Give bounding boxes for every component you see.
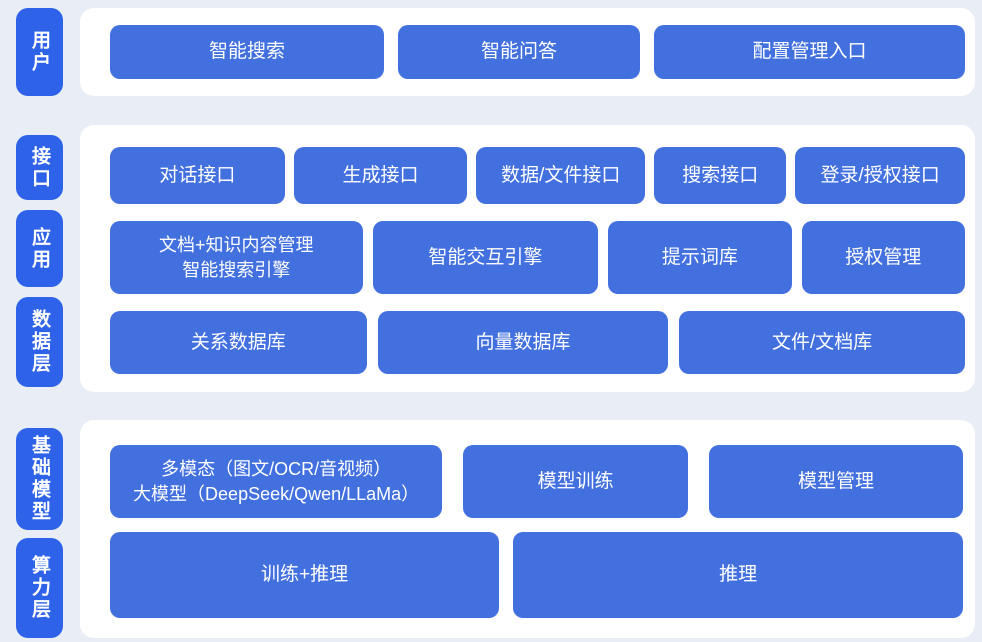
row-application: 文档+知识内容管理 智能搜索引擎 智能交互引擎 提示词库 授权管理 bbox=[110, 221, 965, 294]
box-vector-db: 向量数据库 bbox=[377, 311, 669, 374]
box-label: 向量数据库 bbox=[475, 331, 571, 353]
box-search-api: 搜索接口 bbox=[654, 147, 787, 204]
box-label: 智能交互引擎 bbox=[428, 246, 543, 268]
box-training-inference: 训练+推理 bbox=[110, 532, 500, 618]
box-label-line1: 多模态（图文/OCR/音视频） bbox=[161, 459, 392, 480]
box-label-line2: 大模型（DeepSeek/Qwen/LLaMa） bbox=[133, 483, 420, 504]
box-dialog-api: 对话接口 bbox=[110, 147, 285, 204]
box-file-doc-store: 文件/文档库 bbox=[679, 311, 965, 374]
box-login-auth-api: 登录/授权接口 bbox=[795, 147, 965, 204]
box-config-management-entry: 配置管理入口 bbox=[654, 25, 965, 79]
box-label: 智能搜索 bbox=[208, 41, 285, 63]
layer-label-user: 用户 bbox=[16, 8, 63, 96]
layer-label-compute-layer: 算力层 bbox=[16, 538, 63, 638]
box-label: 数据/文件接口 bbox=[501, 164, 621, 186]
row-compute: 训练+推理 推理 bbox=[110, 532, 963, 618]
section-base: 基础模型 算力层 多模态（图文/OCR/音视频） 大模型（DeepSeek/Qw… bbox=[16, 420, 975, 638]
box-label: 模型管理 bbox=[798, 470, 875, 492]
box-prompt-library: 提示词库 bbox=[608, 221, 792, 294]
box-doc-knowledge-search-engine: 文档+知识内容管理 智能搜索引擎 bbox=[110, 221, 363, 294]
box-label: 对话接口 bbox=[159, 164, 236, 186]
layer-label-application: 应用 bbox=[16, 210, 63, 287]
box-label: 提示词库 bbox=[661, 246, 738, 268]
box-label: 搜索接口 bbox=[682, 164, 759, 186]
box-generation-api: 生成接口 bbox=[293, 147, 468, 204]
layer-label-data-layer: 数据层 bbox=[16, 297, 63, 387]
layer-label-api-text: 接口 bbox=[29, 145, 50, 190]
section-middle: 接口 应用 数据层 对话接口 生成接口 数据/文件接口 搜 bbox=[16, 125, 975, 392]
row-user-entries: 智能搜索 智能问答 配置管理入口 bbox=[110, 25, 965, 79]
layer-label-data-layer-text: 数据层 bbox=[29, 309, 50, 375]
box-label: 训练+推理 bbox=[261, 564, 349, 586]
box-label-line2: 智能搜索引擎 bbox=[182, 259, 291, 280]
base-label-column: 基础模型 算力层 bbox=[16, 420, 63, 638]
layer-label-api: 接口 bbox=[16, 135, 63, 200]
box-smart-qa: 智能问答 bbox=[398, 25, 641, 79]
layer-label-application-text: 应用 bbox=[29, 226, 50, 271]
box-label: 登录/授权接口 bbox=[820, 164, 940, 186]
box-label: 授权管理 bbox=[845, 246, 922, 268]
box-smart-search: 智能搜索 bbox=[110, 25, 384, 79]
box-relational-db: 关系数据库 bbox=[110, 311, 367, 374]
box-label: 配置管理入口 bbox=[752, 41, 867, 63]
box-model-management: 模型管理 bbox=[709, 445, 963, 518]
box-auth-management: 授权管理 bbox=[801, 221, 965, 294]
layer-label-foundation-model-text: 基础模型 bbox=[29, 435, 50, 523]
box-multimodal-llm: 多模态（图文/OCR/音视频） 大模型（DeepSeek/Qwen/LLaMa） bbox=[110, 445, 443, 518]
panel-user: 智能搜索 智能问答 配置管理入口 bbox=[80, 8, 975, 96]
box-model-training: 模型训练 bbox=[463, 445, 689, 518]
box-label: 文件/文档库 bbox=[772, 331, 873, 353]
middle-label-column: 接口 应用 数据层 bbox=[16, 125, 63, 392]
box-label-line1: 文档+知识内容管理 bbox=[159, 235, 314, 256]
box-label: 推理 bbox=[719, 564, 758, 586]
box-smart-interaction-engine: 智能交互引擎 bbox=[372, 221, 599, 294]
box-label: 关系数据库 bbox=[190, 331, 286, 353]
box-label: 模型训练 bbox=[537, 470, 614, 492]
user-label-column: 用户 bbox=[16, 8, 63, 96]
row-data-stores: 关系数据库 向量数据库 文件/文档库 bbox=[110, 311, 965, 374]
layer-label-user-text: 用户 bbox=[29, 30, 50, 74]
panel-base: 多模态（图文/OCR/音视频） 大模型（DeepSeek/Qwen/LLaMa）… bbox=[80, 420, 975, 638]
panel-middle: 对话接口 生成接口 数据/文件接口 搜索接口 登录/授权接口 文档+知识内容管理 bbox=[80, 125, 975, 392]
row-models: 多模态（图文/OCR/音视频） 大模型（DeepSeek/Qwen/LLaMa）… bbox=[110, 445, 963, 518]
row-api: 对话接口 生成接口 数据/文件接口 搜索接口 登录/授权接口 bbox=[110, 147, 965, 204]
box-label: 生成接口 bbox=[342, 164, 419, 186]
box-data-file-api: 数据/文件接口 bbox=[476, 147, 646, 204]
layer-label-foundation-model: 基础模型 bbox=[16, 428, 63, 530]
box-label: 智能问答 bbox=[481, 41, 558, 63]
box-inference: 推理 bbox=[513, 532, 963, 618]
section-user: 用户 智能搜索 智能问答 配置管理入口 bbox=[16, 8, 975, 96]
layer-label-compute-layer-text: 算力层 bbox=[29, 555, 50, 621]
